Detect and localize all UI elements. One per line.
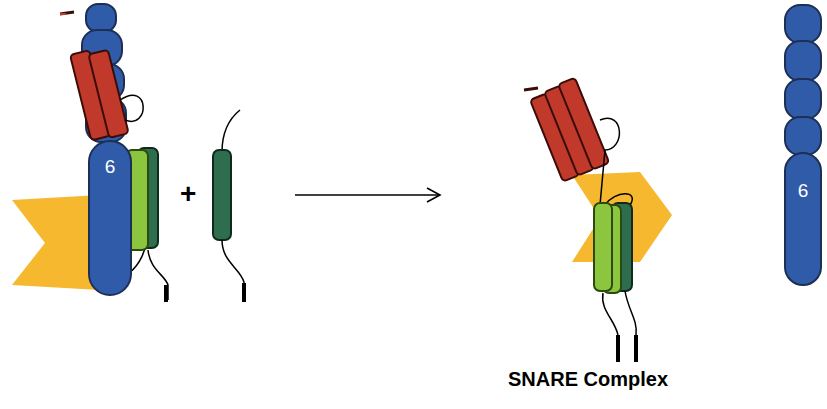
habc-helices [70,46,129,143]
plus-sign: + [180,178,196,210]
domain-number: 6 [90,156,130,178]
munc18-domain: 6 [784,152,822,286]
domain-number: 6 [786,180,820,202]
munc18-domain: 6 [88,140,132,296]
complex-label: SNARE Complex [508,368,668,391]
